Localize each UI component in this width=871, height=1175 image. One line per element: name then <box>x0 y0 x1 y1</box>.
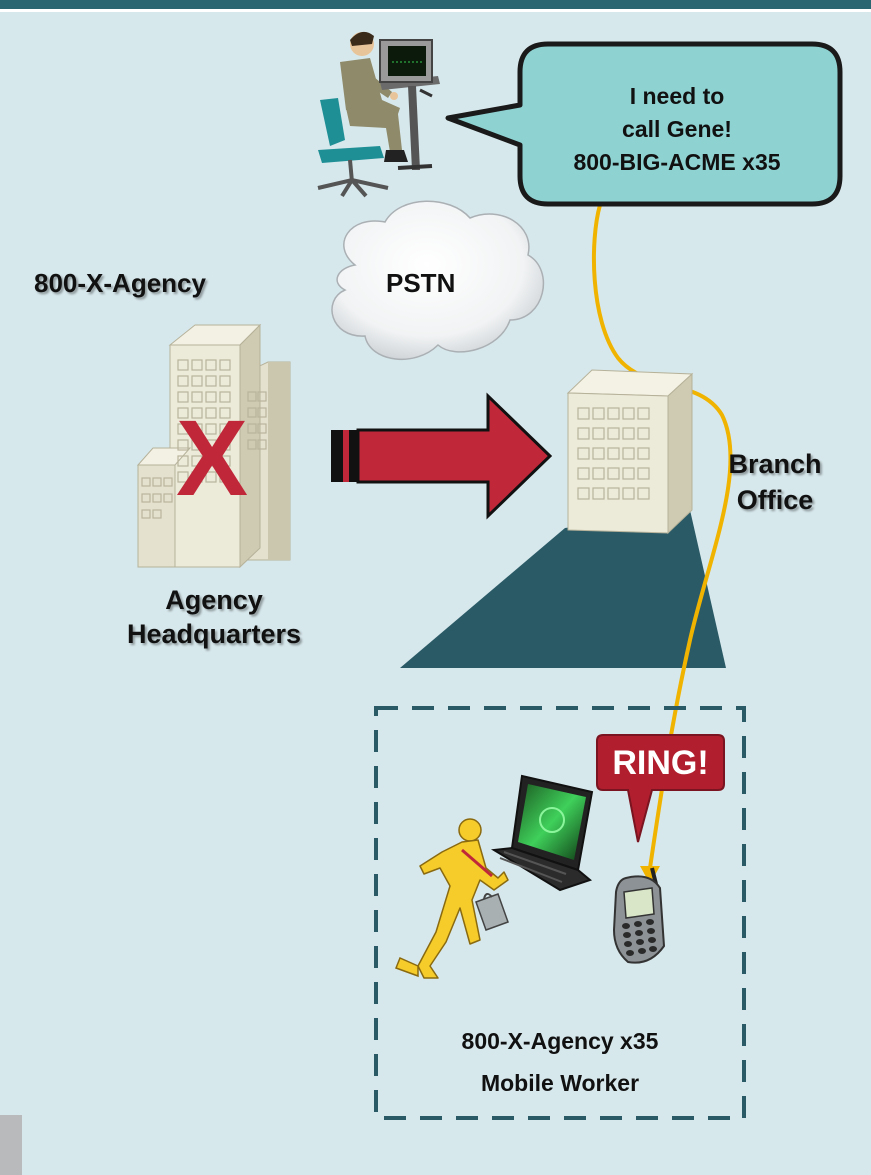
mobile-zone-frame <box>374 706 746 1120</box>
failover-arrow <box>331 392 553 520</box>
laptop-icon <box>490 774 594 892</box>
ring-bubble <box>596 734 725 843</box>
pstn-label: PSTN <box>386 268 456 298</box>
branch-label-line-2: Office <box>736 485 814 515</box>
branch-office-label: Branch Office <box>700 446 850 518</box>
header-bar <box>0 0 871 9</box>
headquarters-building-icon <box>136 323 291 569</box>
speech-bubble <box>445 41 843 207</box>
branch-label-line-1: Branch <box>728 449 822 479</box>
mobile-role-label: Mobile Worker <box>480 1070 640 1096</box>
bubble-line-1: I need to <box>629 83 725 109</box>
headquarters-label-line-2: Headquarters <box>126 619 302 649</box>
running-worker-icon <box>395 818 509 979</box>
speech-bubble-text: I need to call Gene! 800-BIG-ACME x35 <box>522 80 832 179</box>
mobile-handset-icon <box>612 867 666 964</box>
header-rule <box>0 9 871 12</box>
bubble-line-3: 800-BIG-ACME x35 <box>573 149 781 175</box>
pstn-cloud <box>331 200 545 360</box>
call-path <box>591 204 733 869</box>
footer-tab <box>0 1115 22 1175</box>
agency-number-label: 800-X-Agency <box>34 268 206 298</box>
branch-office-building-icon <box>566 369 694 535</box>
headquarters-label-line-1: Agency <box>165 585 263 615</box>
coverage-area <box>400 510 726 668</box>
bubble-line-2: call Gene! <box>622 116 732 142</box>
caller-person-at-computer <box>317 31 440 198</box>
ring-label: RING! <box>612 744 709 782</box>
mobile-number-label: 800-X-Agency x35 <box>461 1028 659 1054</box>
call-path-arrowhead <box>640 866 660 884</box>
headquarters-label: Agency Headquarters <box>94 583 334 651</box>
headquarters-down-mark: X <box>176 397 249 518</box>
